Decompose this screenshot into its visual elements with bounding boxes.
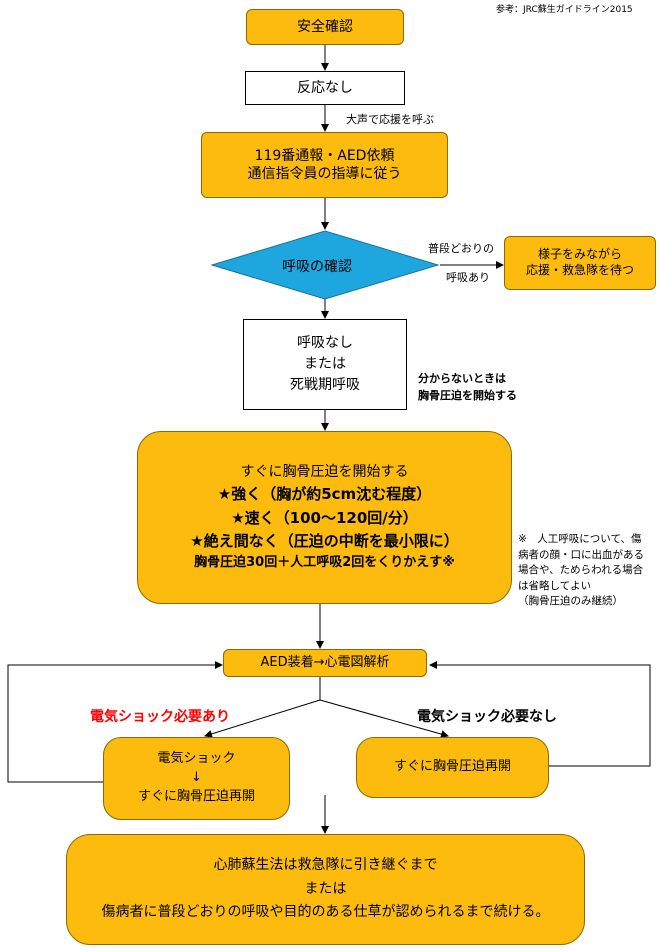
no-breathing-line2: または bbox=[304, 356, 346, 372]
final-line1: 心肺蘇生法は救急隊に引き継ぐまで bbox=[213, 856, 438, 873]
shock-needed-label: 電気ショック必要あり bbox=[90, 709, 230, 725]
cpr-line1: すぐに胸骨圧迫を開始する bbox=[240, 463, 409, 480]
wait-box: 様子をみながら 応援・救急隊を待つ bbox=[504, 236, 656, 290]
cpr-line5: 胸骨圧迫30回＋人工呼吸2回をくりかえす※ bbox=[194, 555, 455, 571]
shock-box: 電気ショック ↓ すぐに胸骨圧迫再開 bbox=[103, 737, 290, 820]
aed-label: AED装着→心電図解析 bbox=[260, 654, 390, 670]
no-breathing-box: 呼吸なし または 死戦期呼吸 bbox=[243, 319, 407, 410]
safety-check-box: 安全確認 bbox=[246, 9, 404, 45]
shock-line2: すぐに胸骨圧迫再開 bbox=[137, 788, 255, 804]
unsure-note-line2: 胸骨圧迫を開始する bbox=[418, 389, 517, 402]
side-note-line3: 場合や、ためらわれる場合 bbox=[518, 564, 644, 577]
side-note-line2: 病者の顔・口に出血がある bbox=[518, 548, 644, 561]
no-breathing-line3: 死戦期呼吸 bbox=[290, 377, 360, 393]
call-119-line2: 通信指令員の指導に従う bbox=[247, 166, 402, 182]
loop-left bbox=[7, 661, 223, 783]
shock-not-needed-label: 電気ショック必要なし bbox=[417, 709, 557, 725]
shock-arrow: ↓ bbox=[191, 770, 202, 786]
unsure-note-line1: 分からないときは bbox=[418, 372, 506, 385]
aed-box: AED装着→心電図解析 bbox=[223, 649, 427, 677]
side-note: ※ 人工呼吸について、傷 病者の顔・口に出血がある 場合や、ためらわれる場合 は… bbox=[518, 532, 659, 610]
cpr-line2: ★強く（胸が約5cm沈む程度） bbox=[217, 485, 432, 504]
breathing-check-label: 呼吸の確認 bbox=[282, 259, 352, 275]
call-119-line1: 119番通報・AED依頼 bbox=[254, 147, 395, 164]
cpr-line4: ★絶え間なく（圧迫の中断を最小限に） bbox=[190, 531, 459, 550]
no-response-box: 反応なし bbox=[245, 71, 405, 105]
safety-check-label: 安全確認 bbox=[297, 18, 353, 35]
breathing-check-diamond bbox=[210, 230, 440, 300]
wait-line2: 応援・救急隊を待つ bbox=[525, 263, 634, 277]
final-line3: 傷病者に普段どおりの呼吸や目的のある仕草が認められるまで続ける。 bbox=[101, 904, 550, 921]
cpr-box: すぐに胸骨圧迫を開始する ★強く（胸が約5cm沈む程度） ★速く（100〜120… bbox=[137, 431, 512, 604]
shock-line1: 電気ショック bbox=[157, 751, 236, 767]
side-note-line1: ※ 人工呼吸について、傷 bbox=[518, 533, 642, 545]
no-breathing-line1: 呼吸なし bbox=[297, 335, 353, 351]
wait-line1: 様子をみながら bbox=[537, 247, 622, 262]
call-out-note: 大声で応援を呼ぶ bbox=[346, 113, 434, 126]
arrow-to-resume bbox=[319, 699, 449, 738]
no-response-label: 反応なし bbox=[297, 79, 353, 96]
normal-breathing-line1: 普段どおりの bbox=[428, 242, 494, 255]
normal-breathing-line2: 呼吸あり bbox=[446, 271, 490, 284]
final-line2: または bbox=[304, 880, 347, 897]
side-note-line4: は省略してよい bbox=[518, 579, 592, 592]
resume-label: すぐに胸骨圧迫再開 bbox=[393, 759, 511, 775]
call-119-box: 119番通報・AED依頼 通信指令員の指導に従う bbox=[201, 132, 448, 198]
cpr-line3: ★速く（100〜120回/分） bbox=[231, 508, 418, 527]
reference-note: 参考：JRC蘇生ガイドライン2015 bbox=[496, 5, 633, 15]
side-note-line5: （胸骨圧迫のみ継続） bbox=[518, 595, 623, 608]
final-box: 心肺蘇生法は救急隊に引き継ぐまで または 傷病者に普段どおりの呼吸や目的のある仕… bbox=[66, 834, 585, 945]
arrow-to-shock bbox=[204, 699, 321, 738]
loop-right bbox=[429, 661, 651, 767]
resume-box: すぐに胸骨圧迫再開 bbox=[356, 737, 549, 798]
